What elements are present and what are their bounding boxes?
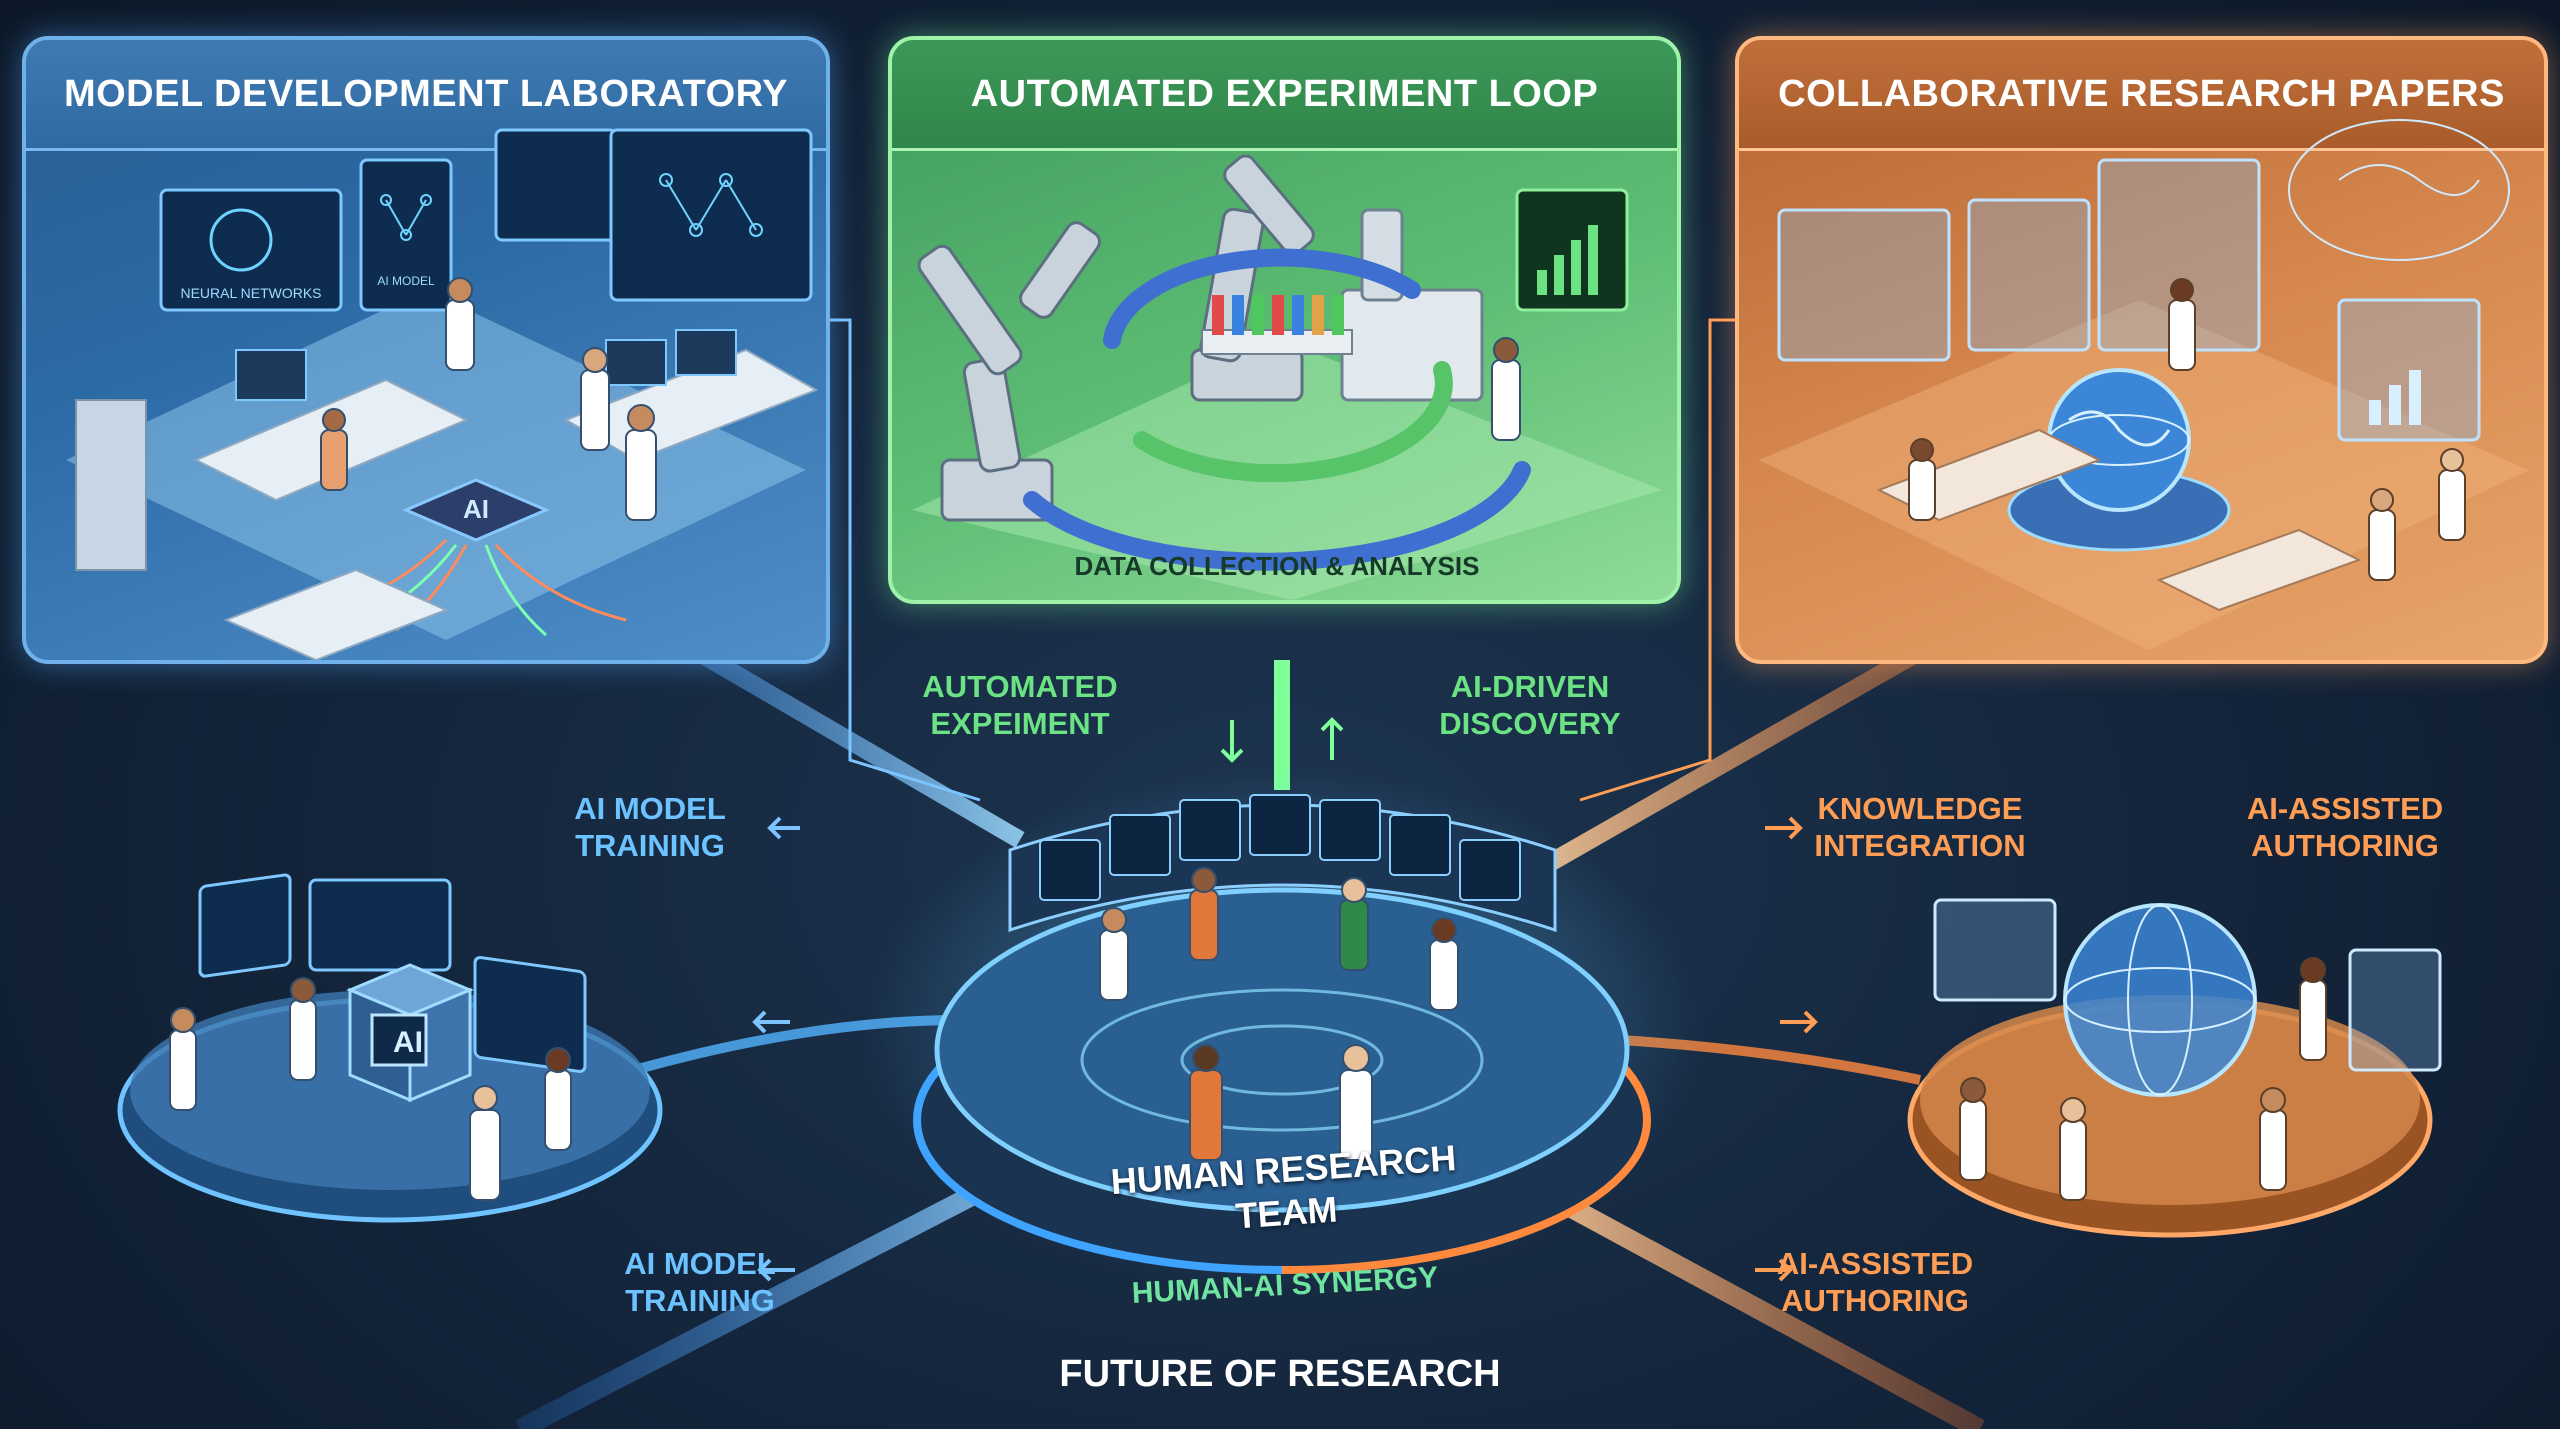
- neural-network-icon: [380, 194, 432, 241]
- label-ai-model-training-upper: AI MODEL TRAINING: [574, 791, 726, 864]
- connector-right: [1579, 318, 1735, 802]
- label-ai-model-training-lower: AI MODEL TRAINING: [624, 1246, 776, 1319]
- loop-label: DATA COLLECTION & ANALYSIS: [1075, 551, 1480, 581]
- lab-scientists: [320, 277, 657, 521]
- hologram-panel-2: [1967, 198, 2091, 352]
- screen-neural-networks: NEURAL NETWORKS: [159, 188, 343, 312]
- screen-network-graph: [494, 128, 618, 242]
- panel-model-development-lab: MODEL DEVELOPMENT LABORATORY NEURAL NETW…: [22, 36, 830, 664]
- panel-automated-experiment-loop: AUTOMATED EXPERIMENT LOOP: [888, 36, 1681, 604]
- world-map-icon: [2288, 119, 2510, 261]
- panel-title: COLLABORATIVE RESEARCH PAPERS: [1778, 72, 2505, 115]
- loop-scientist: [1491, 337, 1521, 441]
- bar-chart-icon: [1537, 225, 1598, 295]
- label-ai-driven-discovery: AI-DRIVEN DISCOVERY: [1439, 669, 1621, 742]
- robot-arm-icon: [917, 154, 1315, 522]
- svg-text:AI: AI: [463, 494, 489, 524]
- experiment-illustration: DATA COLLECTION & ANALYSIS: [912, 154, 1662, 600]
- panel-title: MODEL DEVELOPMENT LABORATORY: [63, 72, 789, 115]
- paper-researchers: [1908, 278, 2466, 581]
- cycle-arrows-icon: [1023, 248, 1531, 571]
- globe-icon: [2007, 368, 2231, 552]
- brain-icon: [209, 208, 273, 272]
- screen-ai-model: AI MODEL: [359, 158, 453, 312]
- test-tube-icon: [1201, 295, 1353, 355]
- hologram-panel-1: [1777, 208, 1951, 362]
- screen-1-label: NEURAL NETWORKS: [180, 285, 321, 301]
- panel-collaborative-research-papers: COLLABORATIVE RESEARCH PAPERS: [1735, 36, 2548, 664]
- papers-illustration: [1759, 119, 2529, 650]
- panel-title-bar: COLLABORATIVE RESEARCH PAPERS: [1739, 40, 2544, 151]
- panel-title-bar: AUTOMATED EXPERIMENT LOOP: [892, 40, 1677, 151]
- server-rack: [75, 399, 147, 571]
- panel-title: AUTOMATED EXPERIMENT LOOP: [970, 72, 1599, 115]
- screen-2-label: AI MODEL: [377, 274, 435, 288]
- bar-chart-icon: [2369, 370, 2421, 425]
- footer-label: FUTURE OF RESEARCH: [1059, 1353, 1501, 1395]
- arrow-markers: [752, 717, 1818, 1282]
- label-ai-assisted-authoring-lower: AI-ASSISTED AUTHORING: [1776, 1246, 1974, 1319]
- label-automated-experiment: AUTOMATED EXPEIMENT: [922, 669, 1118, 742]
- label-knowledge-integration: KNOWLEDGE INTEGRATION: [1814, 791, 2026, 864]
- lab-illustration: NEURAL NETWORKS AI MODEL AI: [66, 128, 819, 660]
- connector-left: [830, 318, 981, 802]
- ai-chip-icon: AI: [355, 478, 627, 637]
- lab-instrument: [1340, 288, 1484, 402]
- label-ai-assisted-authoring-upper: AI-ASSISTED AUTHORING: [2246, 791, 2444, 864]
- screen-large-network: [609, 128, 813, 302]
